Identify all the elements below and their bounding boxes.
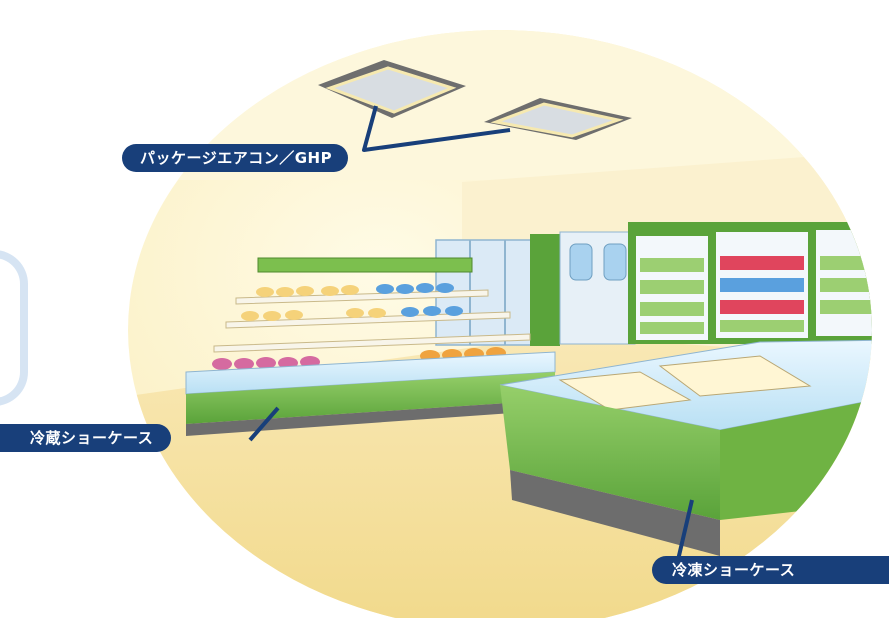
fridge-doors <box>435 231 636 346</box>
leader-line-freezer <box>676 499 694 561</box>
refrigerated-showcase <box>185 257 556 436</box>
leader-line-package <box>362 105 511 152</box>
label-refrigerated-case: 冷蔵ショーケース <box>0 424 172 452</box>
label-frozen-case: 冷凍ショーケース <box>652 556 889 584</box>
ceiling-ac-units <box>318 60 632 140</box>
leader-line-fridge <box>248 406 280 442</box>
label-package-ac: パッケージエアコン／GHP <box>122 144 349 172</box>
drink-coolers <box>628 222 872 344</box>
room-scene <box>128 30 872 618</box>
